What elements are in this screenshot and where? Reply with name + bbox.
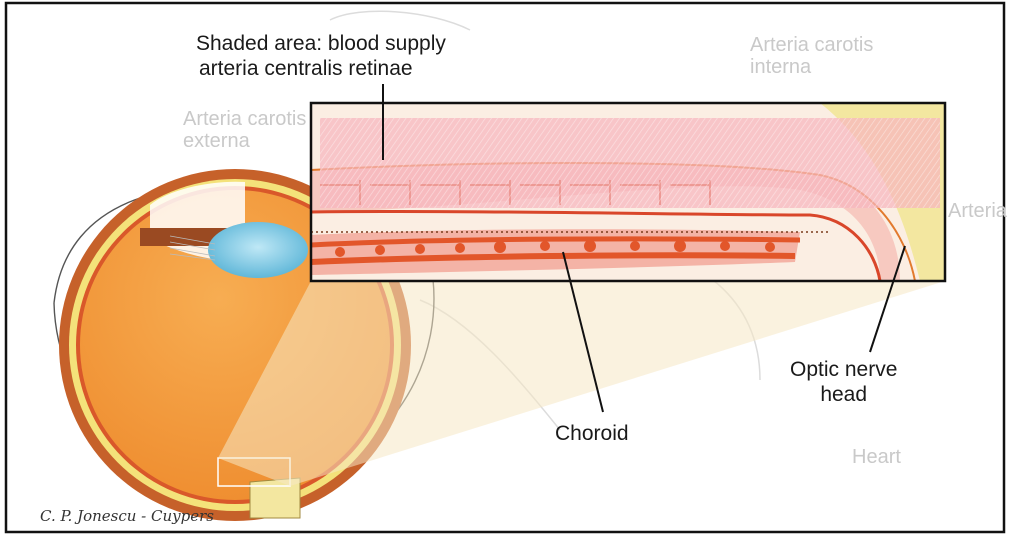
ghost-label-arteria: Arteria (948, 200, 1007, 222)
magnified-retina-icon (311, 103, 945, 281)
ghost-label-carotis-externa: Arteria carotis externa (183, 108, 306, 152)
choroid-label: Choroid (555, 421, 629, 446)
optic-nerve-head-label: Optic nerve head (790, 357, 897, 407)
artist-signature: C. P. Jonescu - Cuypers (40, 507, 214, 525)
ghost-label-carotis-interna: Arteria carotis interna (750, 34, 873, 78)
shaded-area-label: Shaded area: blood supply arteria centra… (196, 31, 446, 81)
ghost-label-heart: Heart (852, 446, 901, 468)
